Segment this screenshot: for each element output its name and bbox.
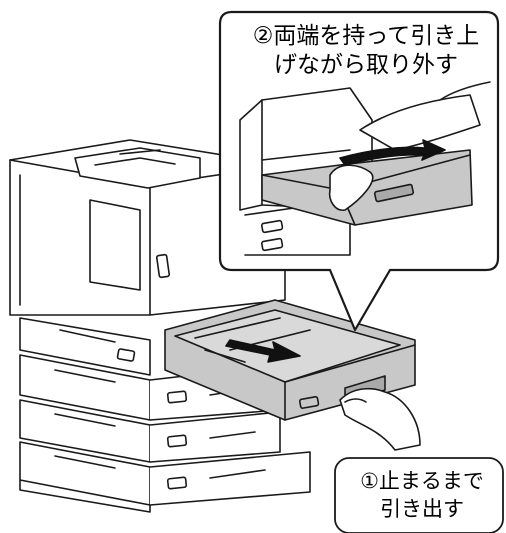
pull-arrow: [225, 339, 301, 363]
zoom-detail: [239, 81, 491, 256]
printer-body: [9, 139, 286, 316]
step1-instruction-line1: ①止まるまで: [360, 469, 484, 493]
tray-stack: [19, 317, 311, 513]
power-switch: [155, 253, 171, 279]
step1-instruction-line2: 引き出す: [380, 497, 464, 521]
step2-instruction-line1: ②両端を持って引き上: [252, 23, 480, 49]
lift-arrow: [339, 139, 446, 166]
pulled-tray: [164, 299, 421, 451]
step1-label-box: [334, 457, 504, 533]
step2-instruction-line2: げながら取り外す: [274, 52, 458, 78]
